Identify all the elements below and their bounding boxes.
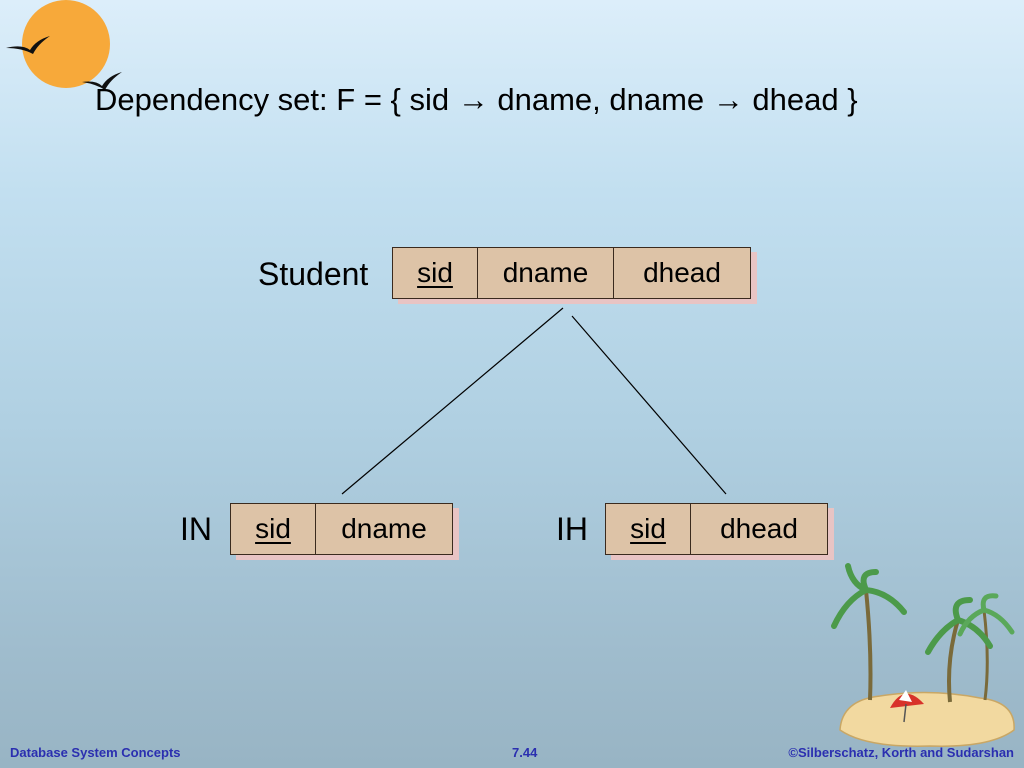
bird-icon-2 <box>82 72 122 90</box>
slide-title: Dependency set: F = { sid → dname, dname… <box>95 82 858 117</box>
bird-icon <box>6 36 50 54</box>
relation-label-in: IN <box>180 511 212 547</box>
island-palm-icon <box>831 563 1015 747</box>
student-attr-dhead: dhead <box>614 247 751 299</box>
footer-course-title: Database System Concepts <box>10 745 181 760</box>
footer-copyright: ©Silberschatz, Korth and Sudarshan <box>788 745 1014 760</box>
relation-label-student: Student <box>258 256 369 292</box>
student-attr-sid: sid <box>392 247 478 299</box>
in-attr-dname: dname <box>316 503 453 555</box>
sun-icon <box>22 0 110 88</box>
ih-attr-sid: sid <box>605 503 691 555</box>
student-attr-dname: dname <box>478 247 614 299</box>
decomposition-line-right <box>571 315 727 495</box>
relation-in: sid dname <box>230 503 453 555</box>
decomposition-line-left <box>341 307 564 495</box>
relation-student: sid dname dhead <box>392 247 751 299</box>
footer-page-number: 7.44 <box>512 745 538 760</box>
ih-attr-dhead: dhead <box>691 503 828 555</box>
relation-label-ih: IH <box>556 511 588 547</box>
relation-ih: sid dhead <box>605 503 828 555</box>
in-attr-sid: sid <box>230 503 316 555</box>
